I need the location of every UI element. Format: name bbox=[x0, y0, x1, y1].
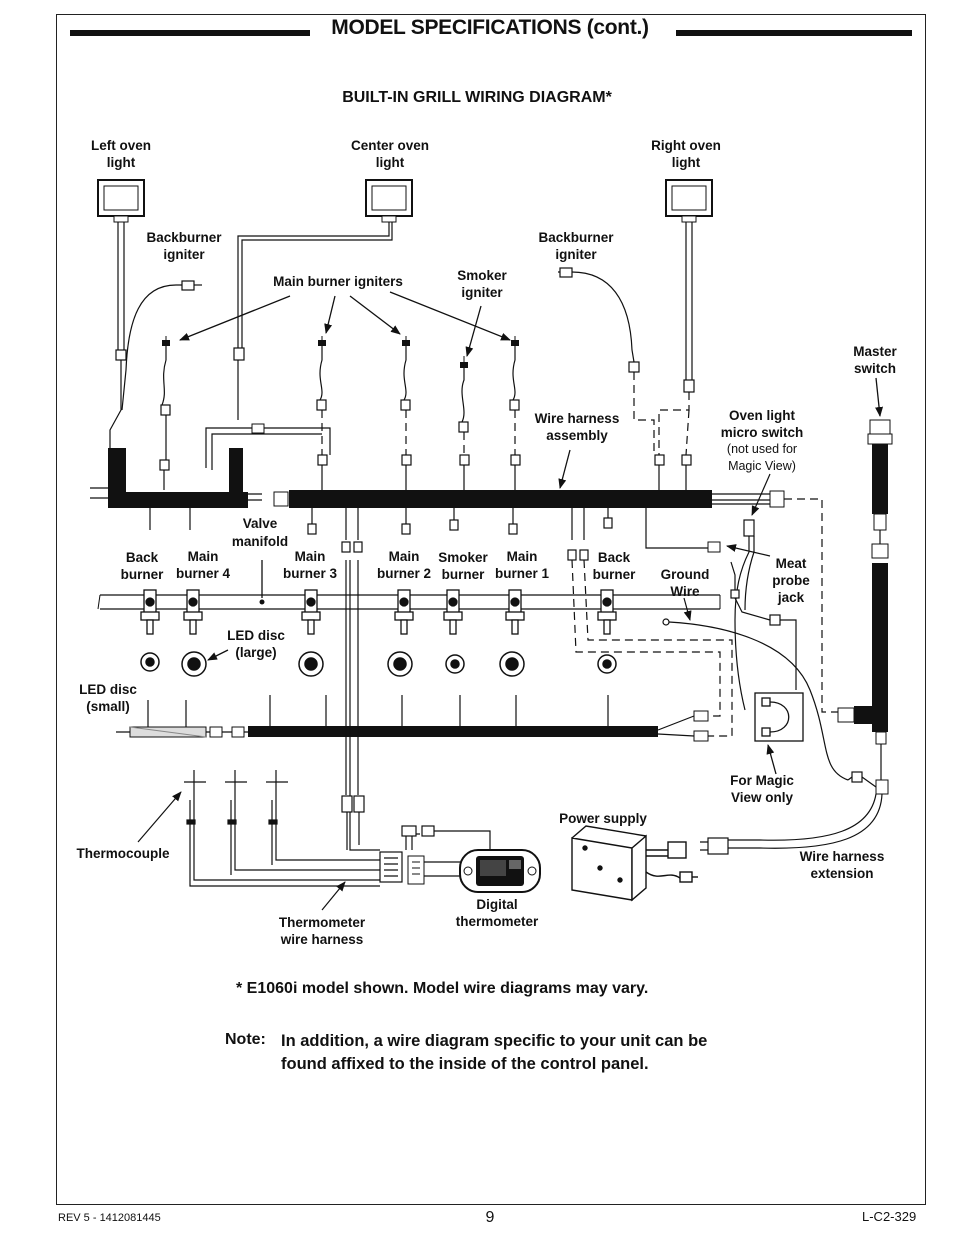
model-footnote: * E1060i model shown. Model wire diagram… bbox=[236, 980, 649, 997]
meat-probe-jack bbox=[726, 544, 797, 690]
thermometer-wire-harness bbox=[321, 560, 491, 911]
thermocouples bbox=[137, 770, 380, 887]
dashed-harness-wires bbox=[571, 559, 733, 737]
burner-igniters bbox=[160, 345, 520, 460]
center-oven-light bbox=[365, 179, 413, 223]
header-rule-right bbox=[676, 30, 912, 36]
backburner-igniter-right bbox=[558, 267, 655, 455]
master-switch-harness bbox=[837, 513, 889, 795]
revision-code: REV 5 - 1412081445 bbox=[58, 1212, 161, 1224]
label-main-burner-igniters: Main burner igniters bbox=[273, 274, 403, 289]
document-code: L-C2-329 bbox=[862, 1209, 917, 1224]
lower-harness bbox=[116, 695, 709, 742]
burner-valves bbox=[140, 589, 617, 635]
wire-harness-extension bbox=[700, 771, 883, 855]
note-text: In addition, a wire diagram specific to … bbox=[281, 1032, 708, 1073]
oven-light-micro-switch bbox=[734, 473, 771, 711]
page-title: MODEL SPECIFICATIONS (cont.) bbox=[331, 16, 649, 39]
header-rule-left bbox=[70, 30, 310, 36]
igniter-pointer-arrows bbox=[179, 291, 511, 357]
left-oven-light bbox=[97, 179, 145, 223]
led-discs bbox=[140, 651, 617, 677]
diagram-title: BUILT-IN GRILL WIRING DIAGRAM* bbox=[342, 89, 612, 106]
wire-harness-pointer bbox=[558, 449, 571, 489]
page-number: 9 bbox=[485, 1209, 495, 1226]
left-harness-bracket bbox=[90, 423, 331, 530]
label-led-disc-small: LED disc(small) bbox=[79, 682, 137, 714]
ground-wire bbox=[662, 597, 849, 781]
igniter-tips bbox=[162, 336, 519, 368]
oven-light-wires bbox=[109, 222, 695, 456]
master-switch bbox=[867, 377, 893, 514]
right-oven-light bbox=[665, 179, 713, 223]
magic-view-module bbox=[754, 692, 804, 775]
digital-thermometer bbox=[407, 849, 541, 893]
label-thermocouple: Thermocouple bbox=[76, 846, 170, 861]
led-disc-large-pointer bbox=[207, 649, 229, 661]
wire-harness-assembly bbox=[159, 454, 838, 713]
page-frame bbox=[56, 14, 926, 1205]
backburner-igniter-left bbox=[121, 280, 202, 411]
label-power-supply: Power supply bbox=[559, 811, 647, 826]
power-supply bbox=[571, 825, 698, 902]
label-led-disc-large: LED disc(large) bbox=[227, 628, 285, 660]
note-label: Note: bbox=[225, 1031, 266, 1048]
